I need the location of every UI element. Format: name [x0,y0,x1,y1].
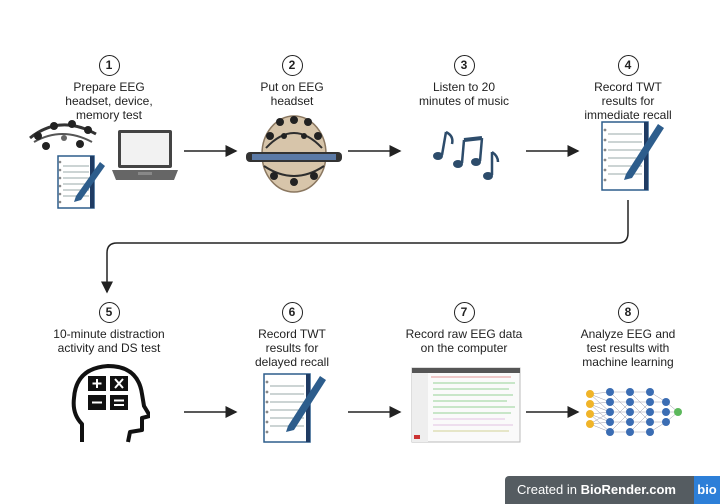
step-label: Record TWT results for immediate recall [584,80,672,122]
step-number: 7 [453,302,475,323]
arrow-4-5 [101,200,629,294]
head-calculator-icon [71,364,150,443]
eeg-headset-icon [29,120,97,150]
biorender-logo: bio [694,476,720,504]
step-1: 1 Prepare EEG headset, device, memory te… [34,55,184,122]
step-label: Listen to 20 minutes of music [418,80,510,108]
step-label: 10-minute distraction activity and DS te… [53,327,165,355]
step-5: 5 10-minute distraction activity and DS … [34,302,184,355]
notepad-pencil-icon [57,155,105,209]
step-7: 7 Record raw EEG data on the computer [389,302,539,355]
step-label: Put on EEG headset [260,80,324,108]
notepad-pencil-icon [601,121,664,191]
step-3: 3 Listen to 20 minutes of music [389,55,539,108]
badge-brand: BioRender.com [580,482,676,497]
music-notes-icon [433,130,500,180]
step-number: 3 [453,55,475,76]
step-number: 6 [281,302,303,323]
badge-prefix: Created in [517,482,581,497]
step-number: 1 [98,55,120,76]
step-number: 5 [98,302,120,323]
head-with-headset-icon [246,115,342,193]
eeg-software-screen-icon [411,367,521,443]
step-4: 4 Record TWT results for immediate recal… [553,55,703,122]
step-number: 8 [617,302,639,323]
step-label: Record raw EEG data on the computer [405,327,523,355]
step-label: Record TWT results for delayed recall [254,327,330,369]
step-number: 2 [281,55,303,76]
biorender-badge[interactable]: Created in BioRender.com bio [505,476,720,504]
step-8: 8 Analyze EEG and test results with mach… [553,302,703,369]
badge-text: Created in BioRender.com [517,482,676,497]
notepad-pencil-icon [263,373,326,443]
step-label: Analyze EEG and test results with machin… [580,327,676,369]
step-number: 4 [617,55,639,76]
neural-network-icon [586,388,682,436]
step-label: Prepare EEG headset, device, memory test [65,80,153,122]
laptop-icon [112,130,178,180]
step-6: 6 Record TWT results for delayed recall [217,302,367,369]
step-2: 2 Put on EEG headset [217,55,367,108]
